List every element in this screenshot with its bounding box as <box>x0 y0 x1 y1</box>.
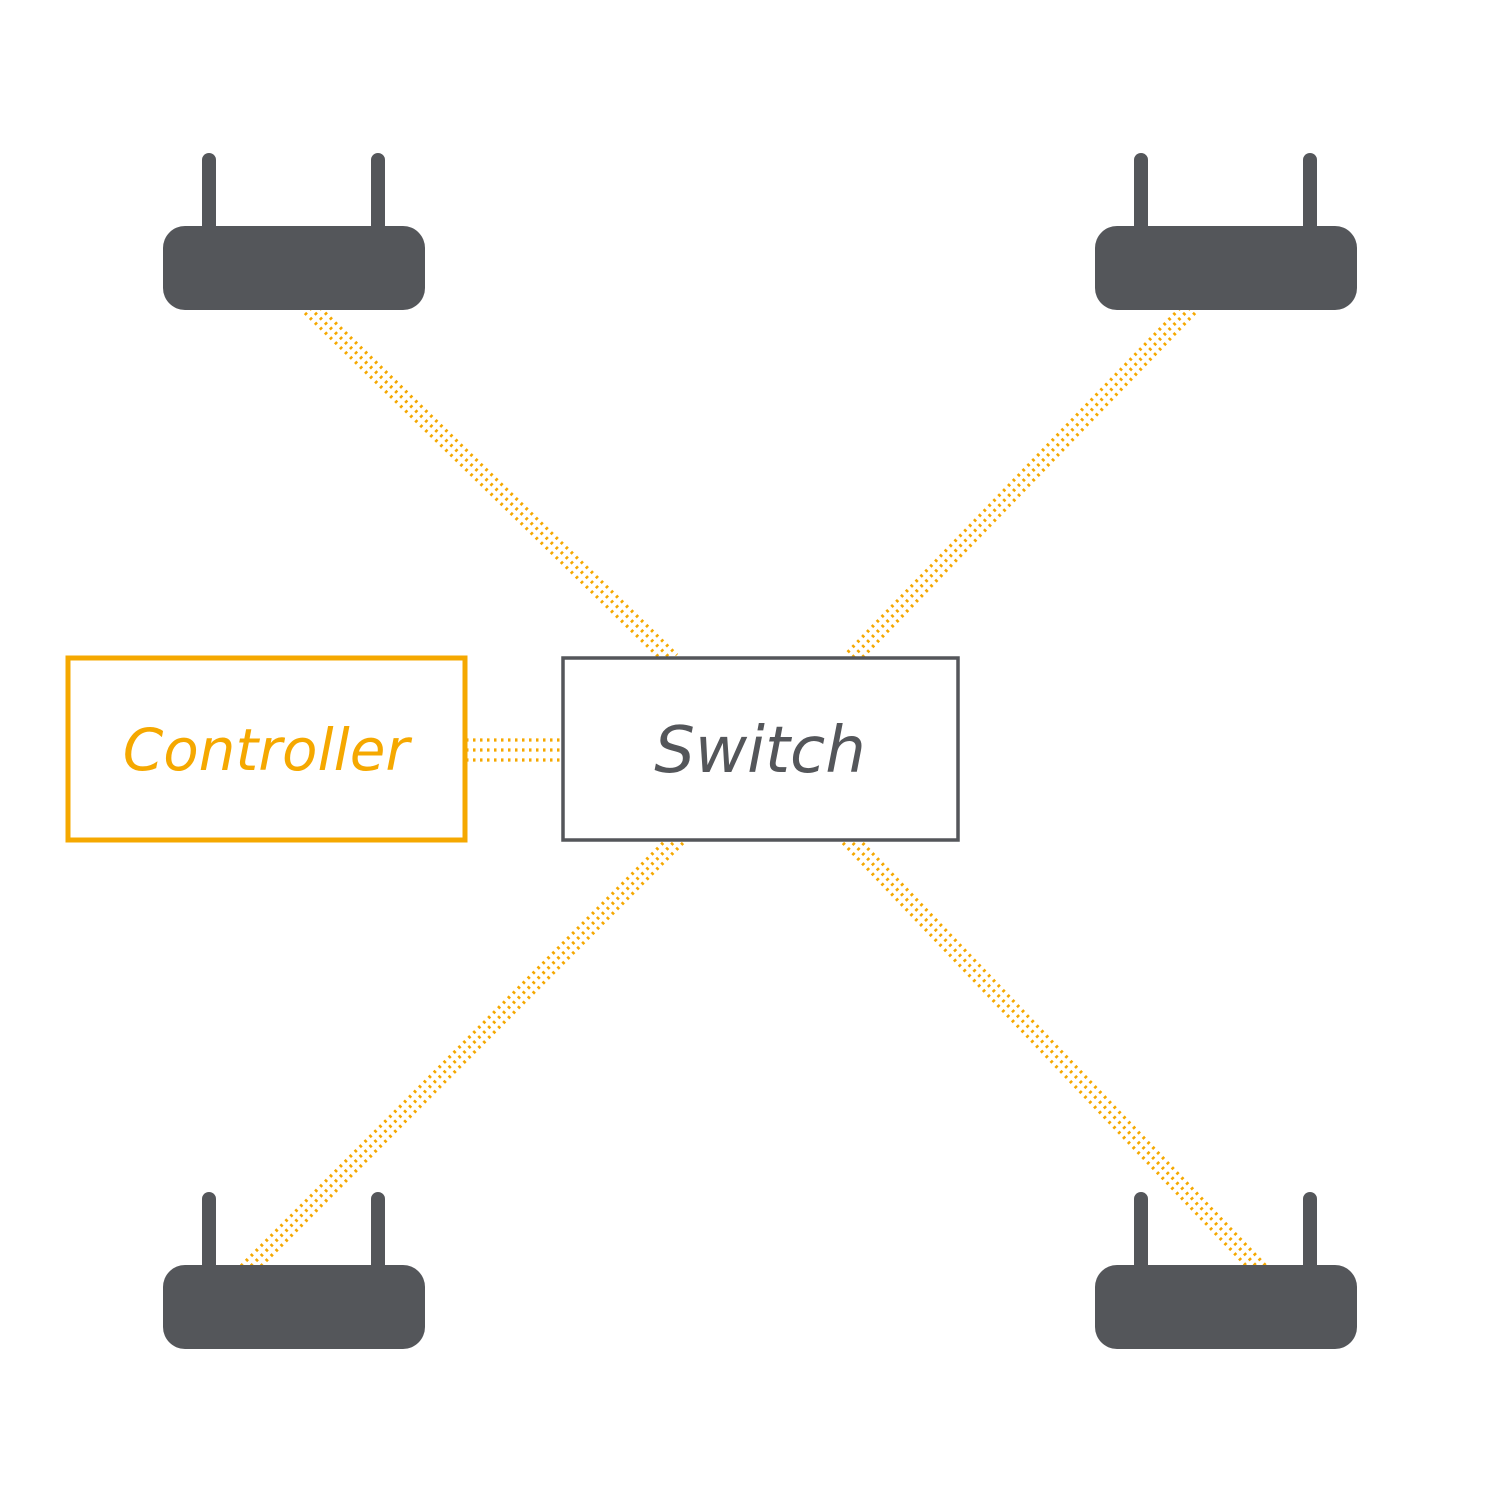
wireless-router-icon-bottom-right <box>1095 1192 1357 1349</box>
connection-switch-ap-bottom-right <box>841 831 1269 1279</box>
controller-node-label: Controller <box>123 716 413 784</box>
connection-switch-ap-bottom-left <box>238 831 685 1279</box>
switch-node-label: Switch <box>654 714 866 788</box>
wireless-router-icon-top-left <box>163 153 425 310</box>
connection-controller-switch <box>466 738 561 762</box>
connection-switch-ap-top-right <box>843 301 1197 667</box>
wireless-router-icon-bottom-left <box>163 1192 425 1349</box>
wireless-router-icon-top-right <box>1095 153 1357 310</box>
controller-node-box <box>65 655 468 843</box>
connection-switch-ap-top-left <box>303 301 679 667</box>
switch-node-box <box>561 656 960 842</box>
